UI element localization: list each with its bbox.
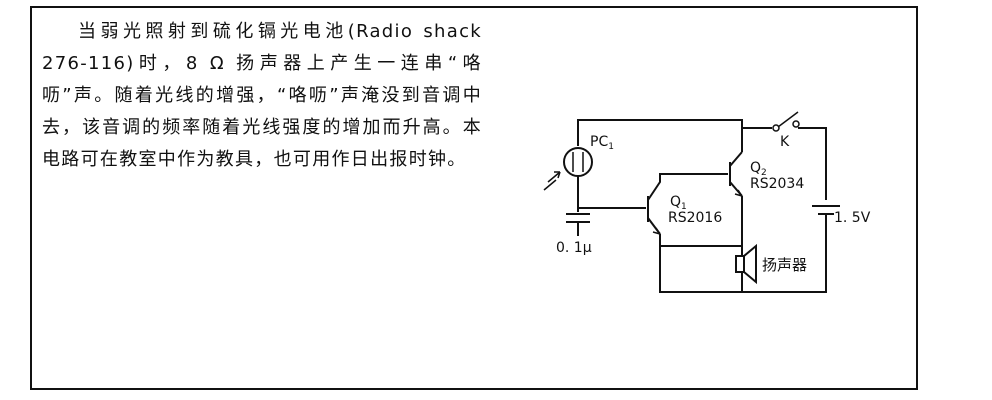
wire-q1-collector [659, 173, 728, 180]
q1-label-main: Q [670, 194, 681, 210]
speaker-label: 扬声器 [762, 256, 807, 274]
capacitor-symbol [566, 213, 590, 223]
battery-label: 1. 5V [834, 210, 871, 226]
speaker-icon [735, 243, 757, 285]
wire-q1-emitter [659, 234, 742, 293]
switch-k [772, 111, 800, 132]
figure-border [30, 6, 918, 390]
description-text: 当弱光照射到硫化镉光电池(Radio shack 276-116)时，8 Ω 扬… [42, 21, 482, 170]
q1-part-label: RS2016 [668, 210, 722, 226]
wire-battery-top [798, 127, 827, 200]
q1-label: Q1 [670, 194, 687, 212]
wire-top-rail [577, 119, 743, 152]
q2-label-main: Q [750, 160, 761, 176]
q2-part-label: RS2034 [750, 176, 804, 192]
photocell-pc1 [543, 147, 593, 191]
transistor-q2 [729, 151, 743, 197]
wire-battery-bottom [742, 214, 827, 293]
switch-label: K [780, 134, 790, 150]
transistor-q1 [647, 180, 661, 235]
q2-label-sub: 2 [761, 168, 767, 178]
photocell-label: PC1 [590, 134, 614, 152]
photocell-label-main: PC [590, 134, 608, 150]
capacitor-label: 0. 1μ [556, 240, 592, 256]
q1-label-sub: 1 [681, 202, 687, 212]
photocell-label-sub: 1 [608, 142, 614, 152]
q2-label: Q2 [750, 160, 767, 178]
